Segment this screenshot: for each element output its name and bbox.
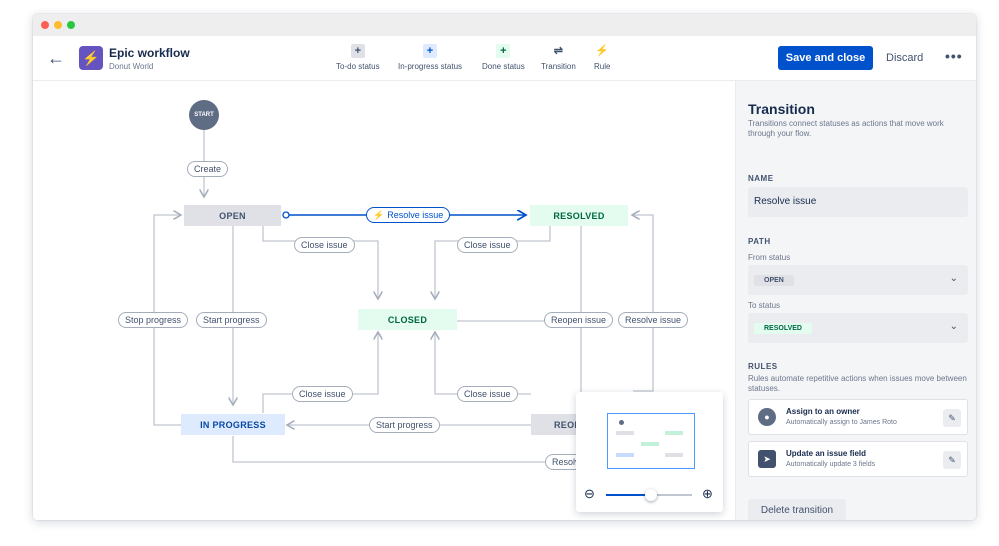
add-rule-button[interactable]: ⚡ Rule	[594, 44, 610, 71]
workflow-header: ← ⚡ Epic workflow Donut World + To-do st…	[33, 36, 976, 81]
lightning-icon: ⚡	[373, 209, 385, 220]
zoom-slider-fill	[606, 494, 651, 496]
minimize-window-icon[interactable]	[54, 21, 62, 29]
transition-resolve-issue-selected[interactable]: ⚡ Resolve issue	[366, 207, 451, 223]
transition-start-progress[interactable]: Start progress	[196, 312, 267, 328]
rule-subtitle: Automatically update 3 fields	[786, 461, 876, 468]
window-titlebar	[33, 14, 976, 36]
plus-icon: +	[350, 44, 365, 58]
plus-icon: +	[496, 44, 511, 58]
tool-label: Done status	[482, 62, 525, 71]
transition-close-issue[interactable]: Close issue	[457, 386, 518, 402]
transition-create[interactable]: Create	[187, 161, 229, 177]
from-status-select[interactable]: OPEN ⌄	[748, 265, 968, 295]
zoom-slider-handle[interactable]	[645, 489, 657, 501]
rule-title: Update an issue field	[786, 449, 867, 458]
workflow-canvas[interactable]: START OPEN RESOLVED CLOSED IN PROGRESS R…	[33, 81, 735, 520]
maximize-window-icon[interactable]	[67, 21, 75, 29]
app-window: ← ⚡ Epic workflow Donut World + To-do st…	[33, 14, 976, 520]
plus-icon: +	[423, 44, 438, 58]
zoom-out-icon[interactable]: ⊖	[584, 486, 595, 501]
tool-label: In-progress status	[398, 62, 463, 71]
rules-label: RULES	[748, 362, 778, 371]
name-label: NAME	[748, 174, 774, 183]
transition-close-issue[interactable]: Close issue	[292, 386, 353, 402]
rule-title: Assign to an owner	[786, 407, 860, 416]
lightning-icon: ⚡	[79, 46, 103, 70]
add-done-status-button[interactable]: + Done status	[482, 44, 525, 71]
workflow-title: Epic workflow	[109, 46, 190, 60]
avatar-icon: ●	[758, 408, 776, 426]
discard-button[interactable]: Discard	[886, 52, 924, 64]
minimap-node	[665, 431, 683, 435]
panel-title: Transition	[748, 101, 815, 117]
minimap-node	[665, 453, 683, 457]
zoom-in-icon[interactable]: ⊕	[702, 486, 713, 501]
start-node[interactable]: START	[189, 100, 219, 130]
rules-description: Rules automate repetitive actions when i…	[748, 374, 967, 393]
add-todo-status-button[interactable]: + To-do status	[336, 44, 380, 71]
rule-update-field[interactable]: ➤ Update an issue field Automatically up…	[748, 441, 968, 477]
rule-assign-owner[interactable]: ● Assign to an owner Automatically assig…	[748, 399, 968, 435]
minimap-start	[619, 420, 624, 425]
transition-reopen-issue[interactable]: Reopen issue	[544, 312, 614, 328]
chevron-down-icon: ⌄	[949, 321, 958, 332]
zoom-slider[interactable]	[606, 489, 692, 501]
transition-stop-progress[interactable]: Stop progress	[118, 312, 189, 328]
minimap-viewport[interactable]	[607, 413, 695, 469]
transition-resolve-issue[interactable]: Resolve issue	[618, 312, 689, 328]
transition-close-issue[interactable]: Close issue	[457, 237, 518, 253]
to-status-label: To status	[748, 301, 781, 310]
update-field-icon: ➤	[758, 450, 776, 468]
transition-start-progress[interactable]: Start progress	[369, 417, 440, 433]
minimap-node	[616, 431, 634, 435]
to-status-lozenge: RESOLVED	[754, 323, 812, 334]
arrow-left-icon[interactable]: ←	[47, 48, 65, 68]
transition-details-panel: Transition Transitions connect statuses …	[735, 81, 976, 520]
from-status-label: From status	[748, 253, 791, 262]
add-inprogress-status-button[interactable]: + In-progress status	[398, 44, 462, 71]
rule-subtitle: Automatically assign to James Roto	[786, 419, 897, 426]
more-options-icon[interactable]: •••	[945, 48, 963, 64]
lightning-icon: ⚡	[595, 45, 610, 57]
panel-description: Transitions connect statuses as actions …	[748, 119, 944, 138]
to-status-select[interactable]: RESOLVED ⌄	[748, 313, 968, 343]
minimap-node	[641, 442, 659, 446]
project-name: Donut World	[109, 62, 154, 71]
delete-transition-button[interactable]: Delete transition	[748, 499, 846, 520]
save-and-close-button[interactable]: Save and close	[778, 46, 873, 70]
status-closed[interactable]: CLOSED	[358, 309, 457, 330]
minimap-node	[616, 453, 634, 457]
tool-label: Rule	[594, 62, 611, 71]
pencil-icon[interactable]: ✎	[943, 409, 961, 427]
close-window-icon[interactable]	[41, 21, 49, 29]
status-resolved[interactable]: RESOLVED	[530, 205, 628, 226]
status-open[interactable]: OPEN	[184, 205, 281, 226]
tool-label: To-do status	[336, 62, 380, 71]
transition-icon: ⇌	[553, 45, 564, 57]
path-label: PATH	[748, 237, 771, 246]
status-in-progress[interactable]: IN PROGRESS	[181, 414, 285, 435]
transition-name-value: Resolve issue	[754, 196, 817, 207]
tool-label: Transition	[541, 62, 576, 71]
minimap: ⊖ ⊕	[576, 392, 723, 512]
from-status-lozenge: OPEN	[754, 275, 794, 286]
transition-close-issue[interactable]: Close issue	[294, 237, 355, 253]
transition-name-field[interactable]: Resolve issue	[748, 187, 968, 217]
chevron-down-icon: ⌄	[949, 273, 958, 284]
add-transition-button[interactable]: ⇌ Transition	[541, 44, 576, 71]
pencil-icon[interactable]: ✎	[943, 451, 961, 469]
transition-label: Resolve issue	[387, 210, 444, 220]
